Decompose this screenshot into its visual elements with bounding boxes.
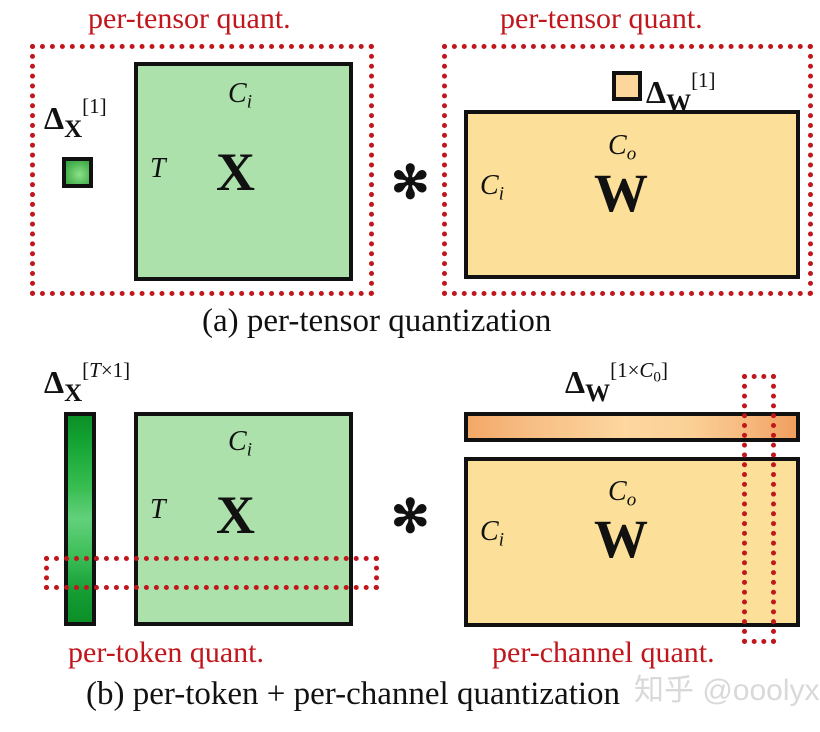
- panel-a-weight-matrix: [464, 110, 800, 279]
- panel-a-activation-matrix-letter: X: [216, 142, 255, 202]
- panel-a-activation-dim-top: Ci: [228, 78, 252, 113]
- sup-open: [: [82, 358, 90, 382]
- sup-dim2-subscript: 0: [653, 369, 661, 386]
- sup-times: ×: [627, 358, 640, 382]
- panel-a-weight-scale-swatch: [612, 71, 642, 101]
- dim-left-subscript: i: [498, 183, 504, 205]
- sup-dim1: 1: [617, 358, 628, 382]
- panel-b-per-token-highlight: [44, 556, 379, 590]
- panel-b-activation-scale-column: [64, 412, 96, 626]
- panel-b-activation-matrix-letter: X: [216, 485, 255, 545]
- delta-superscript: [1]: [82, 94, 107, 118]
- sup-times: ×: [100, 358, 113, 382]
- panel-a-left-scale-label: ΔX[1]: [44, 96, 107, 142]
- panel-a-caption: (a) per-tensor quantization: [202, 303, 552, 339]
- panel-b-per-channel-highlight: [742, 374, 776, 644]
- dim-left-subscript: i: [498, 529, 504, 551]
- panel-a-weight-dim-top: Co: [608, 130, 637, 165]
- watermark: 知乎 @ooolyx: [634, 674, 820, 707]
- panel-b-left-scale-label: ΔX[T×1]: [44, 360, 130, 406]
- delta-superscript: [1×C0]: [610, 358, 668, 386]
- sup-close: ]: [660, 358, 668, 382]
- panel-a-right-group-label: per-tensor quant.: [500, 2, 703, 35]
- sup-close: ]: [123, 358, 131, 382]
- sup-dim2: 1: [112, 358, 124, 382]
- dim-top-letter: C: [228, 426, 247, 457]
- dim-top-letter: C: [608, 476, 627, 507]
- panel-b-left-group-label: per-token quant.: [68, 636, 264, 669]
- delta-glyph: Δ: [565, 363, 586, 400]
- panel-b-weight-matrix-letter: W: [594, 509, 648, 569]
- delta-glyph: Δ: [44, 363, 65, 400]
- sup-dim1: T: [89, 358, 101, 382]
- delta-superscript: [T×1]: [82, 358, 130, 382]
- dim-top-subscript: o: [626, 489, 637, 511]
- sup-open: [: [610, 358, 618, 382]
- panel-b-multiply-operator: ✻: [391, 491, 430, 542]
- delta-subscript: W: [585, 379, 611, 407]
- delta-subscript: X: [64, 379, 83, 407]
- dim-top-subscript: o: [626, 143, 637, 165]
- delta-glyph: Δ: [44, 99, 65, 136]
- dim-top-letter: C: [228, 78, 247, 109]
- panel-b-right-scale-label: ΔW[1×C0]: [565, 360, 668, 406]
- delta-superscript: [1]: [691, 68, 716, 92]
- panel-b-weight-dim-left: Ci: [480, 516, 504, 551]
- panel-a-activation-scale-swatch: [62, 157, 93, 188]
- panel-a-multiply-operator: ✻: [391, 157, 430, 208]
- panel-a-activation-matrix: [134, 62, 353, 281]
- panel-a-weight-dim-left: Ci: [480, 170, 504, 205]
- panel-b-activation-matrix: [134, 412, 353, 626]
- delta-glyph: Δ: [646, 73, 667, 110]
- panel-b-activation-dim-left: T: [150, 494, 166, 525]
- panel-a-activation-dim-left: T: [150, 153, 166, 184]
- dim-top-subscript: i: [246, 91, 252, 113]
- panel-a-weight-matrix-letter: W: [594, 163, 648, 223]
- sup-dim2: C: [639, 358, 654, 382]
- dim-top-subscript: i: [246, 439, 252, 461]
- panel-a-left-group-label: per-tensor quant.: [88, 2, 291, 35]
- panel-b-right-group-label: per-channel quant.: [492, 636, 715, 669]
- panel-a-right-dotted-region: [442, 44, 813, 296]
- panel-a-left-dotted-region: [30, 44, 374, 296]
- dim-left-letter: C: [480, 516, 499, 547]
- panel-b-caption: (b) per-token + per-channel quantization: [86, 676, 621, 712]
- delta-subscript: X: [64, 115, 83, 143]
- panel-b-weight-dim-top: Co: [608, 476, 637, 511]
- dim-left-letter: C: [480, 170, 499, 201]
- panel-a-right-scale-label: ΔW[1]: [646, 70, 716, 116]
- panel-b-activation-dim-top: Ci: [228, 426, 252, 461]
- dim-top-letter: C: [608, 130, 627, 161]
